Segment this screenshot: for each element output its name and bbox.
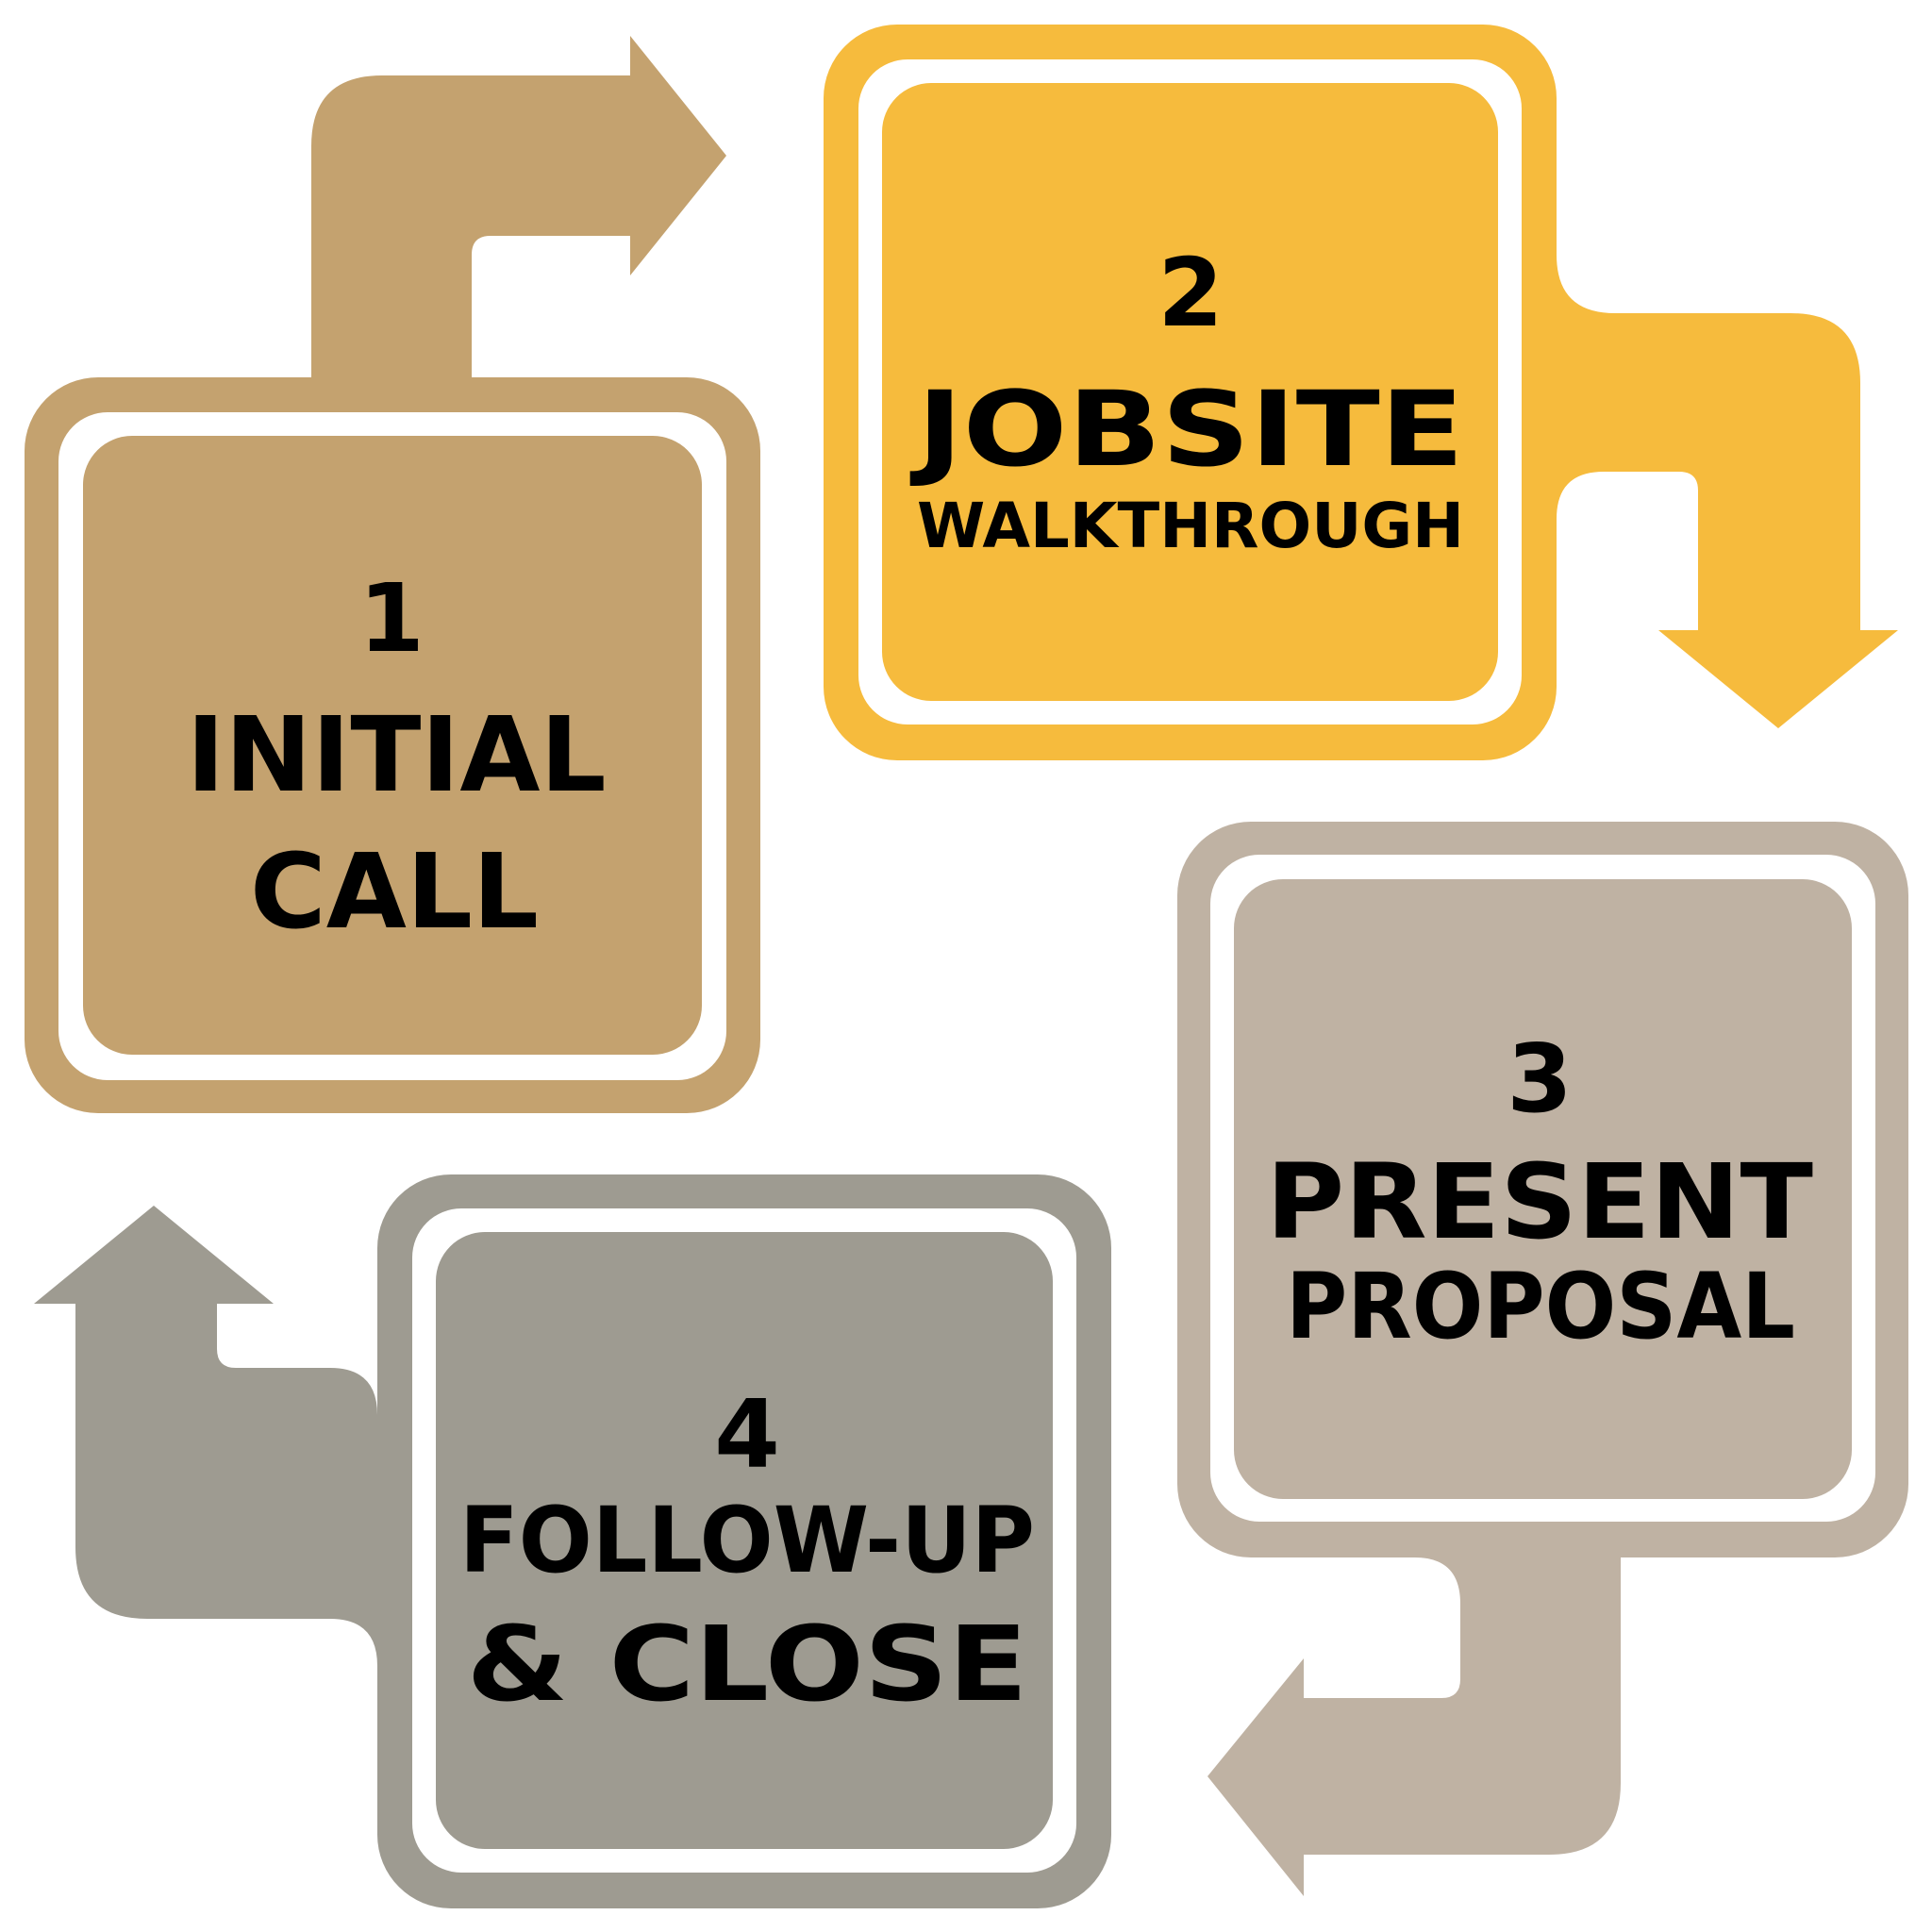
step-1-inner-box: [83, 436, 702, 1055]
step-1-subtitle: CALL: [250, 831, 539, 952]
step-2-subtitle: WALKTHROUGH: [917, 490, 1464, 562]
step-3-title: PRESENT: [1266, 1141, 1813, 1262]
step-4-inner-box: [436, 1232, 1053, 1849]
step-4-title: FOLLOW-UP: [459, 1488, 1035, 1593]
step-2-inner-box: [882, 83, 1498, 701]
step-3-inner-box: [1234, 879, 1852, 1499]
step-3-subtitle: PROPOSAL: [1286, 1254, 1795, 1359]
step-1-title: INITIAL: [186, 694, 606, 815]
step-2-number: 2: [1158, 238, 1224, 348]
step-2-title: JOBSITE: [909, 369, 1464, 490]
step-2-connector-arrow: [1557, 255, 1898, 728]
step-4-subtitle: & CLOSE: [467, 1604, 1028, 1724]
step-3-connector-arrow: [1208, 1557, 1621, 1896]
step-1-connector-arrow: [311, 36, 726, 377]
step-4-number: 4: [714, 1379, 780, 1490]
step-3-number: 3: [1507, 1024, 1573, 1134]
step-1-number: 1: [358, 563, 425, 674]
step-4-connector-arrow: [34, 1206, 377, 1666]
